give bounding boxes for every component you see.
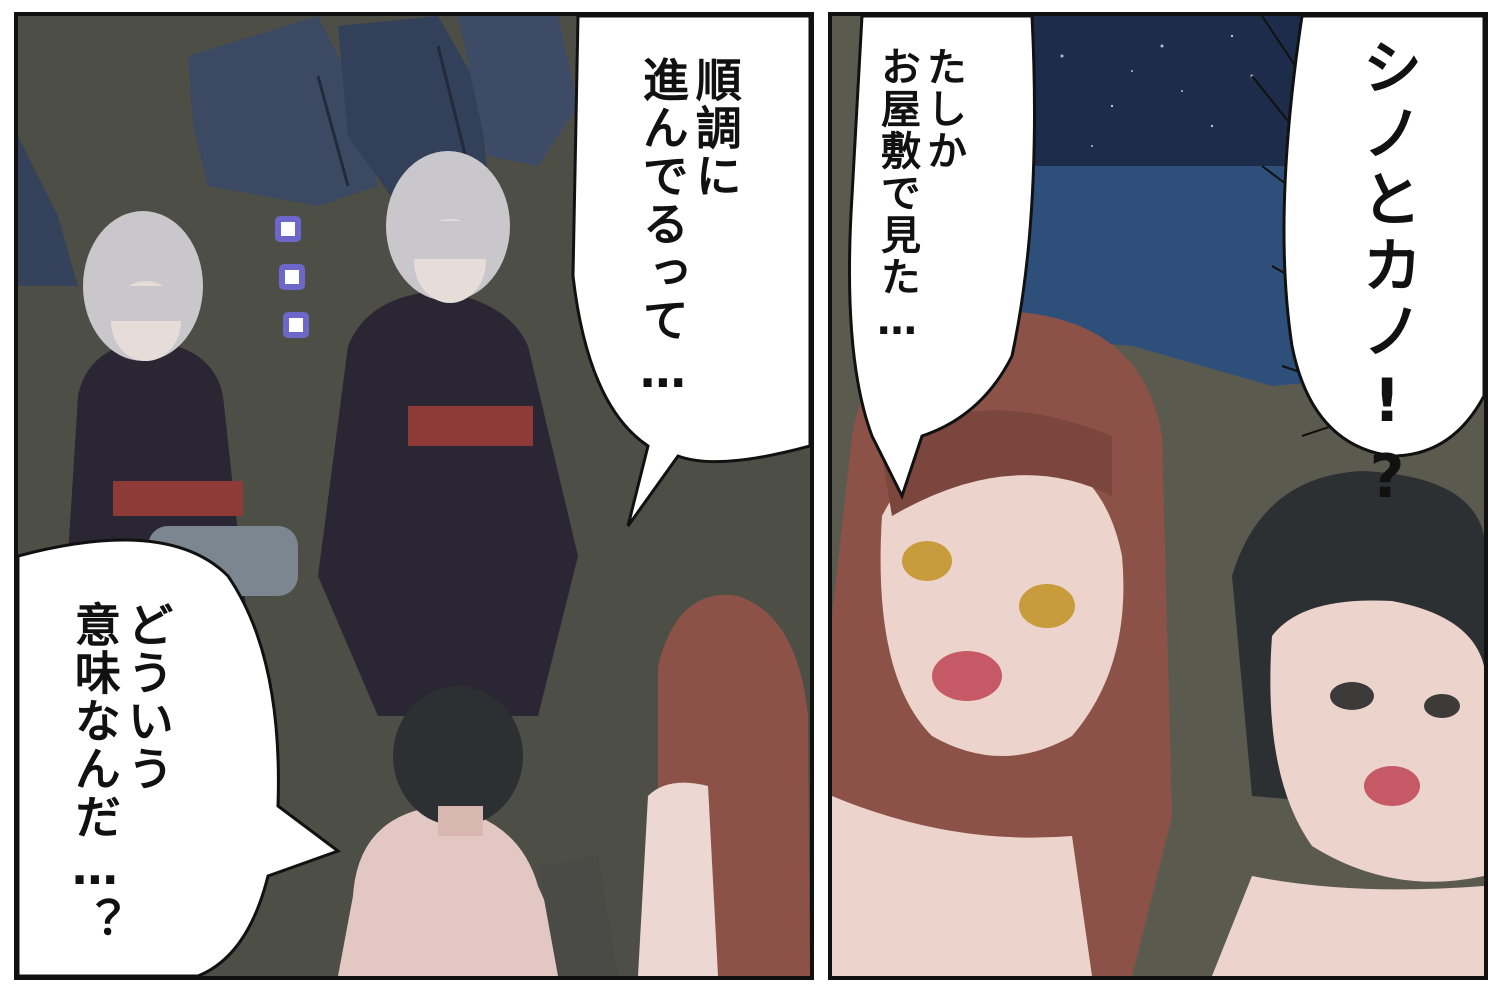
manga-panel-left: 順調に 進んでるって… どういう 意味なんだ…？ (14, 12, 814, 980)
bubble-mid-shape (848, 16, 1036, 500)
sfx-dot (283, 312, 309, 338)
black-haired-boy (1212, 471, 1484, 976)
ellipsis-sfx (273, 216, 313, 356)
brown-haired-girl (832, 311, 1172, 976)
kimono-woman-center (318, 151, 578, 716)
panel-right-illustration (832, 16, 1484, 976)
speech-bubble-top-text: 順調に 進んでるって… (635, 56, 743, 400)
speech-bubble-bottom-text: どういう 意味なんだ…？ (67, 601, 175, 945)
boy-back (338, 686, 618, 976)
bubble-bottom-shape (18, 538, 342, 976)
shout-bubble-text: シノとカノ!? (1352, 36, 1422, 518)
bubble-shout-shape (1282, 16, 1484, 458)
speech-bubble-mid-text: たしか お屋敷で見た… (874, 46, 966, 346)
bubble-top-shape (571, 16, 810, 527)
sfx-dot (275, 216, 301, 242)
panel-left-illustration (18, 16, 810, 976)
sfx-dot (279, 264, 305, 290)
girl-back (638, 594, 810, 976)
manga-panel-right: たしか お屋敷で見た… シノとカノ!? (828, 12, 1488, 980)
